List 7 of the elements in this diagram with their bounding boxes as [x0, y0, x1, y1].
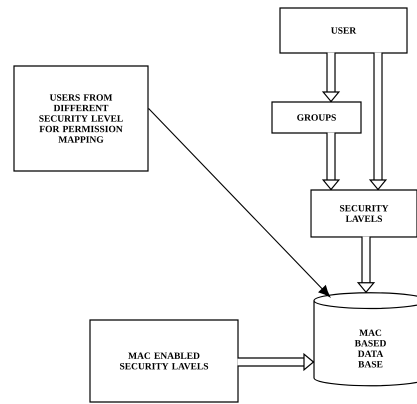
database-cylinder: MAC BASED DATA BASE — [313, 292, 417, 386]
process-box: USER — [279, 7, 408, 54]
process-box: SECURITY LAVELS — [310, 189, 417, 238]
process-box: GROUPS — [271, 101, 362, 134]
process-box: USERS FROM DIFFERENT SECURITY LEVEL FOR PERMISSION MAPPING — [13, 65, 149, 172]
arrow — [148, 108, 330, 298]
process-box: MAC ENABLED SECURITY LAVELS — [89, 319, 239, 403]
